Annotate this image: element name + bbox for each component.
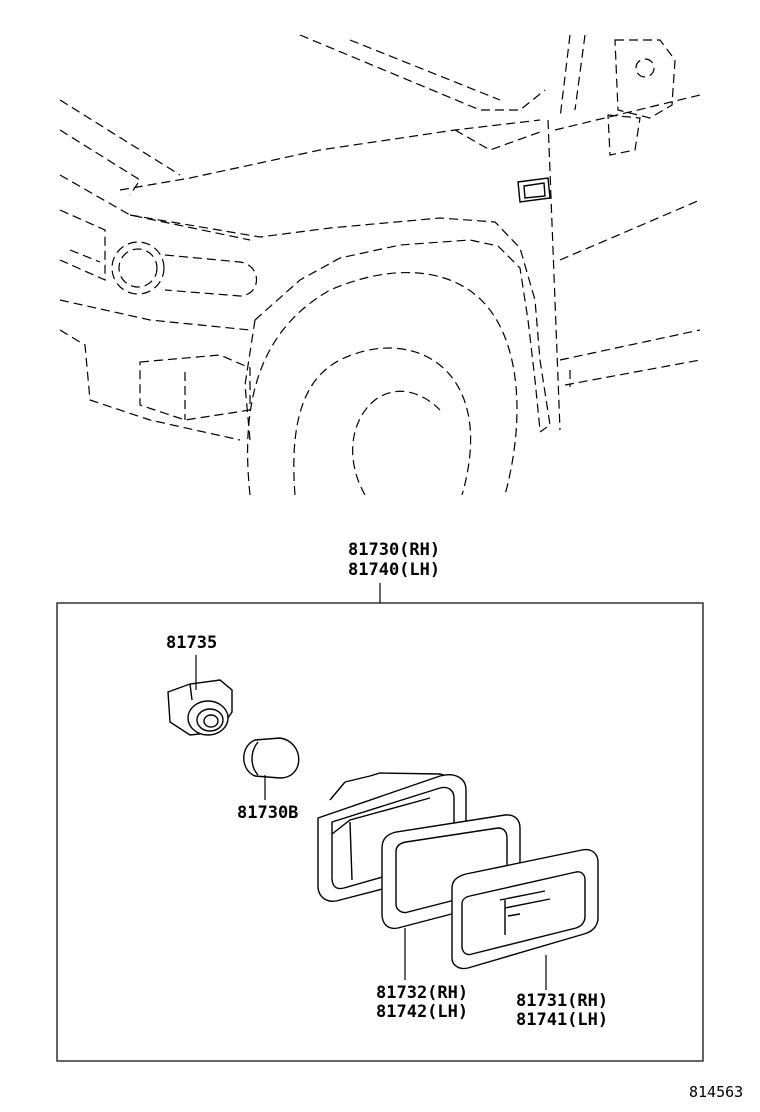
- callout-lens-rh: 81731(RH): [516, 991, 609, 1011]
- callout-assembly-rh: 81730(RH): [348, 540, 441, 560]
- callout-assembly-lh: 81740(LH): [348, 560, 441, 580]
- callout-lens-lh: 81741(LH): [516, 1010, 609, 1030]
- socket-part: [167, 679, 233, 736]
- vehicle-front-illustration: [59, 34, 701, 496]
- catalog-number: 814563: [689, 1083, 744, 1101]
- side-marker-on-vehicle: [517, 177, 551, 203]
- callout-socket: 81735: [166, 633, 218, 653]
- bulb-part: [243, 737, 300, 779]
- callout-gasket-lh: 81742(LH): [376, 1002, 469, 1022]
- callout-bulb: 81730B: [237, 803, 299, 823]
- callout-gasket-rh: 81732(RH): [376, 983, 469, 1003]
- lens-part: [451, 848, 599, 970]
